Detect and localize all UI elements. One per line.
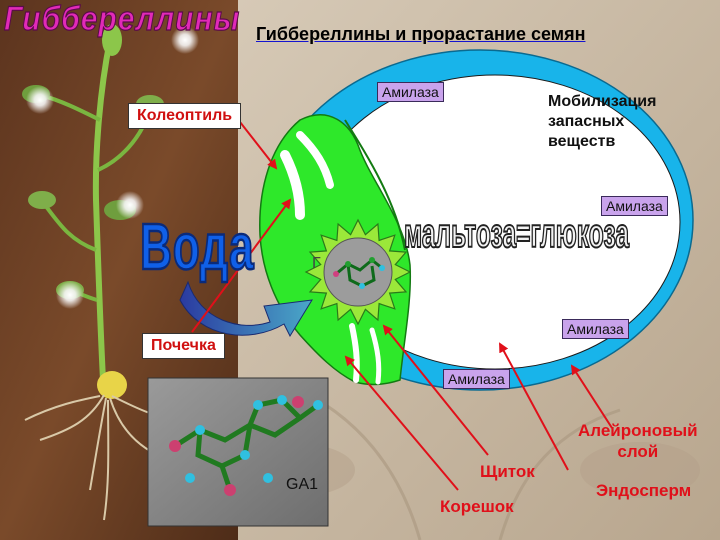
amylase-box-bottom: Амилаза: [443, 369, 510, 389]
g-letter-fragment: Г: [312, 255, 321, 272]
gibberellin-starburst: [304, 218, 412, 326]
amylase-box-right: Амилаза: [601, 196, 668, 216]
arrow-koleoptil: [239, 121, 278, 170]
mobilization-line-3: веществ: [548, 133, 616, 150]
arrow-pochechka: [191, 198, 292, 333]
sparkle-decorations: [26, 26, 199, 309]
maltose-glucose-label: мальтоза=глюкоза: [403, 211, 630, 258]
arrow-aleurone: [570, 364, 613, 429]
arrow-endosperm: [499, 342, 569, 471]
aleurone-line-1: Алейроновый: [578, 421, 698, 440]
endosperm-label: Эндосперм: [596, 481, 692, 500]
ga1-molecule-panel: [147, 377, 329, 527]
mobilization-line-1: Мобилизация: [548, 93, 657, 110]
mobilization-label: Мобилизация запасных веществ: [548, 92, 656, 152]
shchitok-label: Щиток: [480, 462, 535, 481]
pointer-arrows: [191, 121, 613, 491]
ga1-label: GA1: [286, 476, 319, 493]
embryo-shield-edge: [344, 119, 406, 251]
pochechka-label: Почечка: [142, 333, 225, 359]
water-uptake-arrow: [179, 280, 313, 338]
arrow-koreshok: [344, 355, 459, 491]
amylase-box-top: Амилаза: [377, 82, 444, 102]
aleurone-label: Алейроновый слой: [578, 420, 698, 462]
aleurone-line-2: слой: [617, 442, 659, 461]
arrow-shchitok: [382, 324, 489, 456]
water-label: Вода: [139, 210, 255, 285]
amylase-box-lower-right: Амилаза: [562, 319, 629, 339]
koleoptil-label: Колеоптиль: [128, 103, 242, 129]
slide-title: Гиббереллины и прорастание семян: [256, 24, 586, 44]
corner-title: Гиббереллины: [3, 0, 241, 39]
mobilization-line-2: запасных: [548, 113, 625, 130]
koreshok-label: Корешок: [440, 497, 514, 516]
